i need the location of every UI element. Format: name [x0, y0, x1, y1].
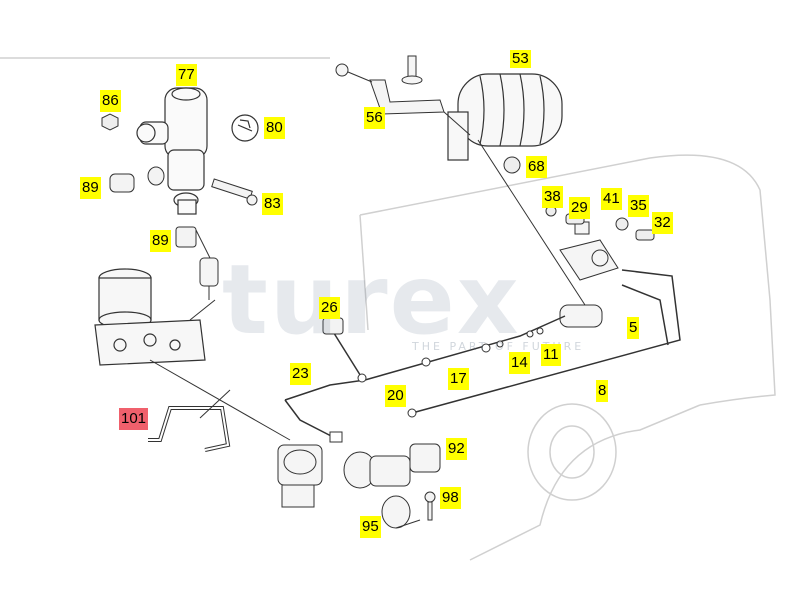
watermark-brand: turex: [222, 244, 521, 356]
callout-101-highlighted: 101: [119, 408, 149, 430]
callout-53: 53: [510, 50, 531, 68]
bolt-83: [211, 178, 258, 206]
callout-89-upper: 89: [80, 177, 101, 199]
callout-11: 11: [541, 344, 561, 366]
bracket-56: [335, 55, 445, 115]
callout-20: 20: [385, 385, 406, 407]
nut-86: [101, 113, 119, 131]
cylinder: [559, 304, 603, 328]
callout-35: 35: [628, 195, 649, 217]
callout-83: 83: [262, 193, 283, 215]
small-valve: [199, 257, 219, 300]
pipe-101: [148, 406, 231, 452]
vehicle-outline: [0, 57, 776, 561]
fitting-89b: [175, 226, 197, 248]
clamp-95: [381, 495, 421, 529]
callout-5: 5: [627, 317, 640, 339]
nut-68: [503, 156, 521, 174]
callout-23: 23: [290, 363, 311, 385]
callout-80: 80: [264, 117, 285, 139]
callout-77: 77: [176, 64, 197, 86]
compressor: [277, 444, 323, 508]
callout-92: 92: [446, 438, 467, 460]
pipe-fittings: [329, 327, 544, 443]
fitting-89a: [109, 166, 165, 193]
bolt-98: [424, 491, 436, 521]
callout-29: 29: [569, 197, 590, 219]
air-tank-53: [447, 73, 563, 161]
callout-8: 8: [596, 380, 609, 402]
callout-95: 95: [360, 516, 381, 538]
wrench-icon: [231, 114, 259, 142]
callout-86: 86: [100, 90, 121, 112]
callout-89-lower: 89: [150, 230, 171, 252]
callout-32: 32: [652, 212, 673, 234]
callout-14: 14: [509, 352, 530, 374]
valve-right: [559, 221, 619, 281]
callout-98: 98: [440, 487, 461, 509]
callout-56: 56: [364, 107, 385, 129]
air-dryer-unit: [94, 268, 206, 366]
fitting-35: [615, 217, 629, 231]
callout-17: 17: [448, 368, 469, 390]
watermark-tagline: THE PART OF FUTURE: [412, 340, 585, 353]
callout-38: 38: [542, 186, 563, 208]
callout-41: 41: [601, 188, 622, 210]
valve-77: [136, 87, 208, 215]
valve-92: [343, 443, 441, 489]
callout-26: 26: [319, 297, 340, 319]
fitting-32: [635, 229, 655, 241]
callout-68: 68: [526, 156, 547, 178]
